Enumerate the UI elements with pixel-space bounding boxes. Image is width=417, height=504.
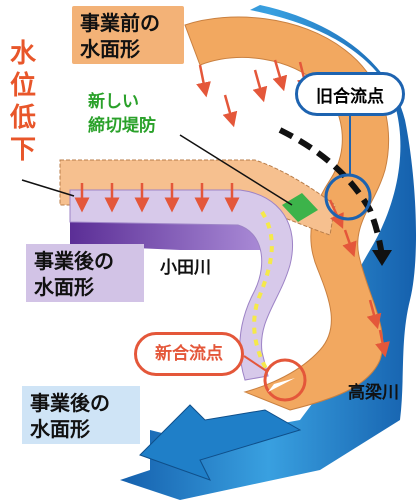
before-surface-label: 事業前の 水面形 — [72, 6, 184, 64]
char-3: 低 — [9, 103, 36, 133]
new-confluence-label: 新合流点 — [134, 332, 244, 376]
after-tk-line-1: 事業後の — [30, 391, 110, 415]
after-oda-line-1: 事業後の — [34, 249, 114, 273]
after-surface-oda-label: 事業後の 水面形 — [26, 244, 144, 302]
water-drop-arrows — [74, 59, 390, 358]
char-1: 水 — [9, 39, 36, 69]
new-confluence-flow-arrow — [268, 378, 295, 392]
after-oda-line-2: 水面形 — [34, 275, 94, 299]
after-tk-line-2: 水面形 — [30, 417, 90, 441]
takahashi-flow-arrowhead — [139, 404, 302, 481]
after-surface-takahashi-label: 事業後の 水面形 — [22, 386, 140, 444]
old-flow-dashes — [278, 127, 385, 256]
before-line-2: 水面形 — [80, 37, 140, 61]
oda-flow-dashes — [252, 210, 274, 374]
old-confluence-label: 旧合流点 — [295, 72, 405, 116]
old-confluence-circle — [324, 173, 372, 221]
water-level-drop-label: 水 位 低 下 — [6, 38, 40, 166]
char-2: 位 — [9, 71, 36, 101]
new-levee-label: 新しい 締切堤防 — [88, 90, 156, 138]
levee-leader-line — [179, 134, 293, 206]
oda-river-label: 小田川 — [160, 258, 211, 278]
vertical-drop-arrow — [21, 179, 75, 197]
takahashi-river-label: 高梁川 — [348, 383, 399, 403]
levee-line-2: 締切堤防 — [88, 116, 156, 136]
char-4: 下 — [9, 135, 36, 165]
old-flow-arrowhead — [372, 250, 392, 266]
new-confluence-circle — [263, 358, 307, 402]
new-levee — [282, 193, 318, 222]
oda-river-surface — [69, 189, 294, 381]
before-line-1: 事業前の — [80, 11, 160, 35]
levee-line-1: 新しい — [88, 92, 139, 112]
new-confluence-leader — [243, 355, 269, 373]
